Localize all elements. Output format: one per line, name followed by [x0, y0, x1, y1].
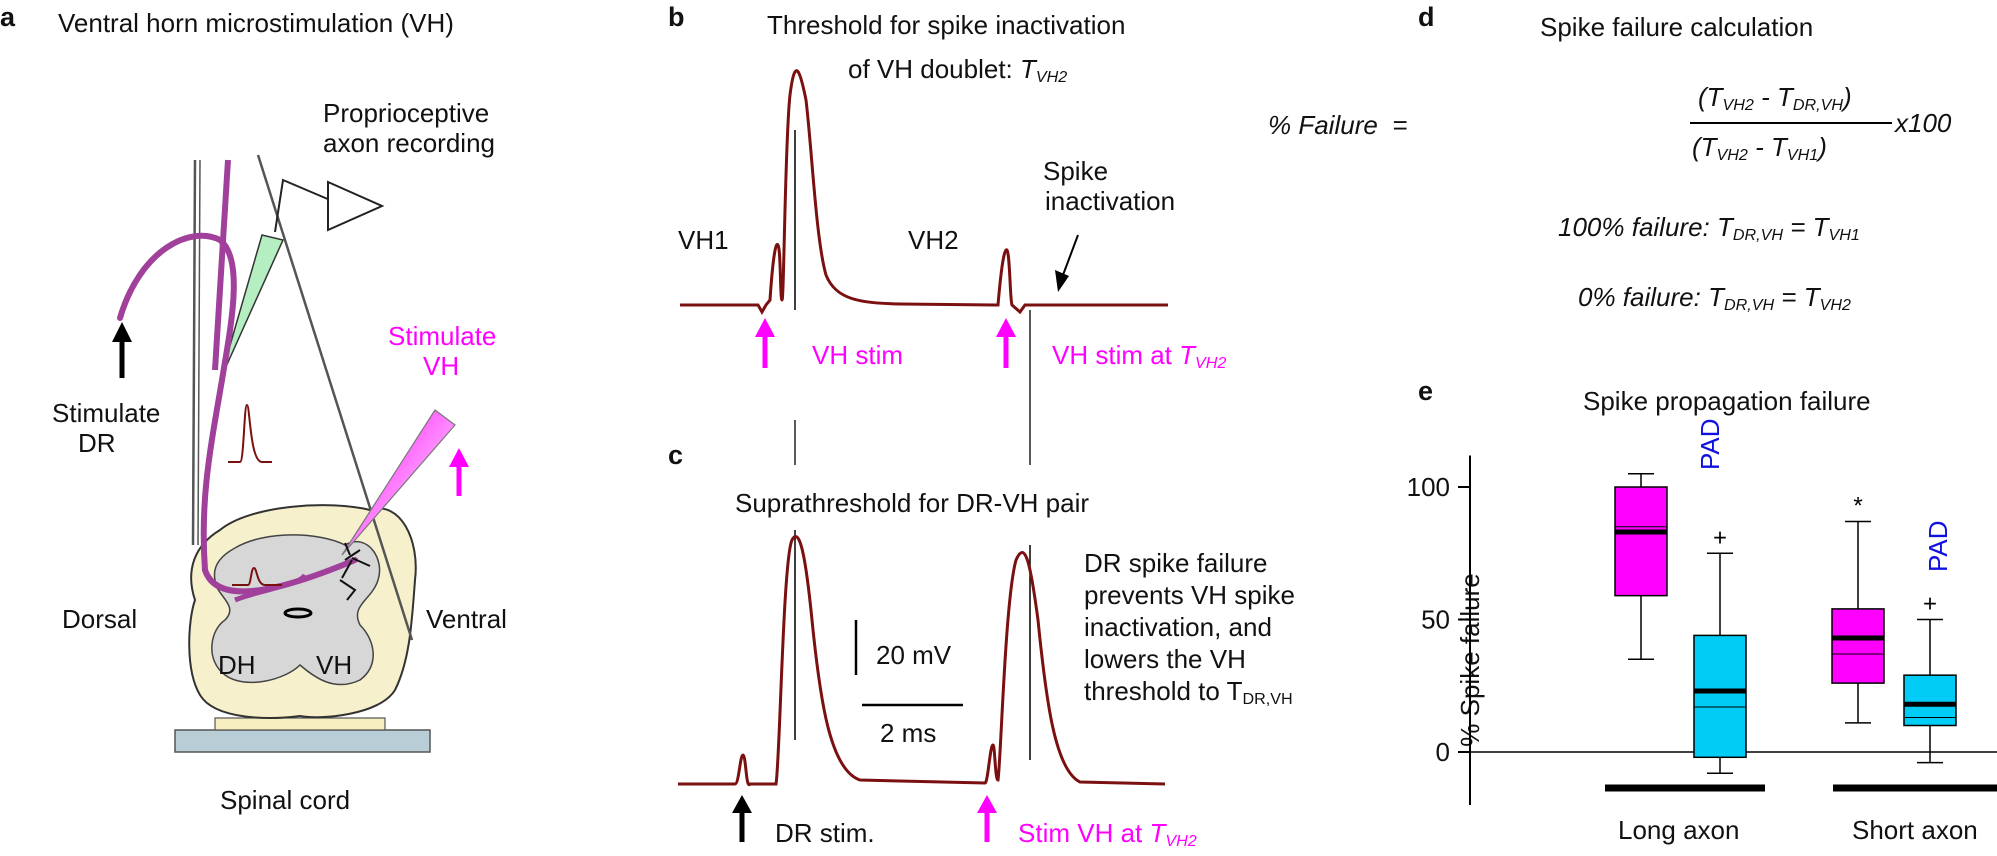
stim-vh-at-label: Stim VH at TVH2	[1018, 818, 1197, 851]
scale-voltage-label: 20 mV	[876, 640, 952, 670]
outlier-mark: +	[1923, 591, 1937, 618]
axon-spike-icon	[228, 403, 272, 463]
y-tick-label: 100	[1407, 472, 1450, 502]
y-tick-label: 50	[1421, 605, 1450, 635]
base-pad	[214, 717, 386, 731]
scale-time-label: 2 ms	[880, 718, 937, 748]
vh-stim-arrow	[449, 448, 469, 467]
formula-numerator: (TVH2 - TDR,VH)	[1698, 82, 1852, 115]
recording-label-1: Proprioceptive	[323, 98, 490, 128]
stimulate-vh-label-2: VH	[423, 351, 460, 381]
panel-c-note-1: DR spike failure	[1084, 548, 1268, 578]
outlier-mark: *	[1853, 492, 1862, 519]
group-label-long: Long axon	[1618, 815, 1740, 845]
ventral-label: Ventral	[426, 604, 507, 634]
panel-label-b: b	[668, 2, 685, 32]
panel-c-trace	[678, 535, 1166, 786]
zero-percent-line: 0% failure: TDR,VH = TVH2	[1578, 282, 1851, 315]
vh2-stim-arrow	[996, 318, 1016, 337]
vh-stim-label: VH stim	[812, 340, 903, 370]
fraction-bar	[1690, 122, 1892, 124]
spike-inactivation-label-2: inactivation	[1045, 186, 1176, 216]
dorsal-label: Dorsal	[62, 604, 138, 634]
panel-label-d: d	[1418, 2, 1435, 32]
panel-c-note-2: prevents VH spike	[1084, 580, 1295, 610]
vh-label: VH	[316, 650, 353, 680]
vh2-label: VH2	[908, 225, 959, 255]
panel-b-title-1: Threshold for spike inactivation	[767, 10, 1126, 40]
dr-stim-label: DR stim.	[775, 818, 875, 848]
stimulate-dr-label-2: DR	[78, 428, 116, 458]
axon-path	[117, 232, 237, 573]
panel-label-a: a	[0, 2, 16, 32]
panel-b-trace	[680, 69, 1168, 316]
vh-stim-electrode	[341, 409, 456, 556]
box-2	[1831, 608, 1885, 684]
panel-d-title: Spike failure calculation	[1540, 12, 1814, 42]
box-0	[1614, 486, 1668, 597]
formula-lhs: % Failure =	[1268, 110, 1408, 140]
amplifier-symbol	[327, 180, 385, 232]
central-canal	[283, 607, 313, 619]
spinal-cord-caption: Spinal cord	[220, 785, 351, 815]
formula-times: x100	[1895, 108, 1952, 138]
panel-c-note-5: threshold to TDR,VH	[1084, 676, 1293, 709]
vh-stim-arrow-c	[977, 795, 997, 813]
panel-c-note-4: lowers the VH	[1084, 644, 1246, 674]
dh-spike-icon	[232, 566, 282, 586]
recording-label-2: axon recording	[323, 128, 495, 158]
box-1	[1693, 634, 1747, 759]
inactivation-arrow	[1055, 270, 1069, 292]
dr-stim-arrow-c	[732, 795, 752, 813]
group-label-short: Short axon	[1852, 815, 1978, 845]
chart-title: Spike propagation failure	[1583, 386, 1871, 416]
spike-inactivation-label-1: Spike	[1043, 156, 1109, 186]
recording-electrode	[219, 234, 285, 381]
panel-label-c: c	[668, 440, 684, 470]
panel-label-e: e	[1418, 376, 1434, 406]
panel-a-title: Ventral horn microstimulation (VH)	[58, 8, 454, 38]
vh1-label: VH1	[678, 225, 729, 255]
hundred-percent-line: 100% failure: TDR,VH = TVH1	[1558, 212, 1860, 245]
panel-c-note-3: inactivation, and	[1084, 612, 1272, 642]
vh1-stim-arrow	[755, 318, 775, 337]
vh-stim-at-label: VH stim at TVH2	[1052, 340, 1227, 373]
stimulate-vh-label-1: Stimulate	[388, 321, 497, 351]
formula-denominator: (TVH2 - TVH1)	[1692, 132, 1827, 165]
panel-c-title: Suprathreshold for DR-VH pair	[735, 488, 1090, 518]
y-tick-label: 0	[1436, 737, 1450, 767]
dh-label: DH	[218, 650, 256, 680]
stimulate-dr-label-1: Stimulate	[52, 398, 161, 428]
motoneuron	[339, 542, 371, 601]
panel-b-title-2: of VH doublet: TVH2	[848, 54, 1068, 87]
dr-stim-arrow	[112, 322, 132, 342]
outlier-mark: +	[1713, 524, 1727, 551]
